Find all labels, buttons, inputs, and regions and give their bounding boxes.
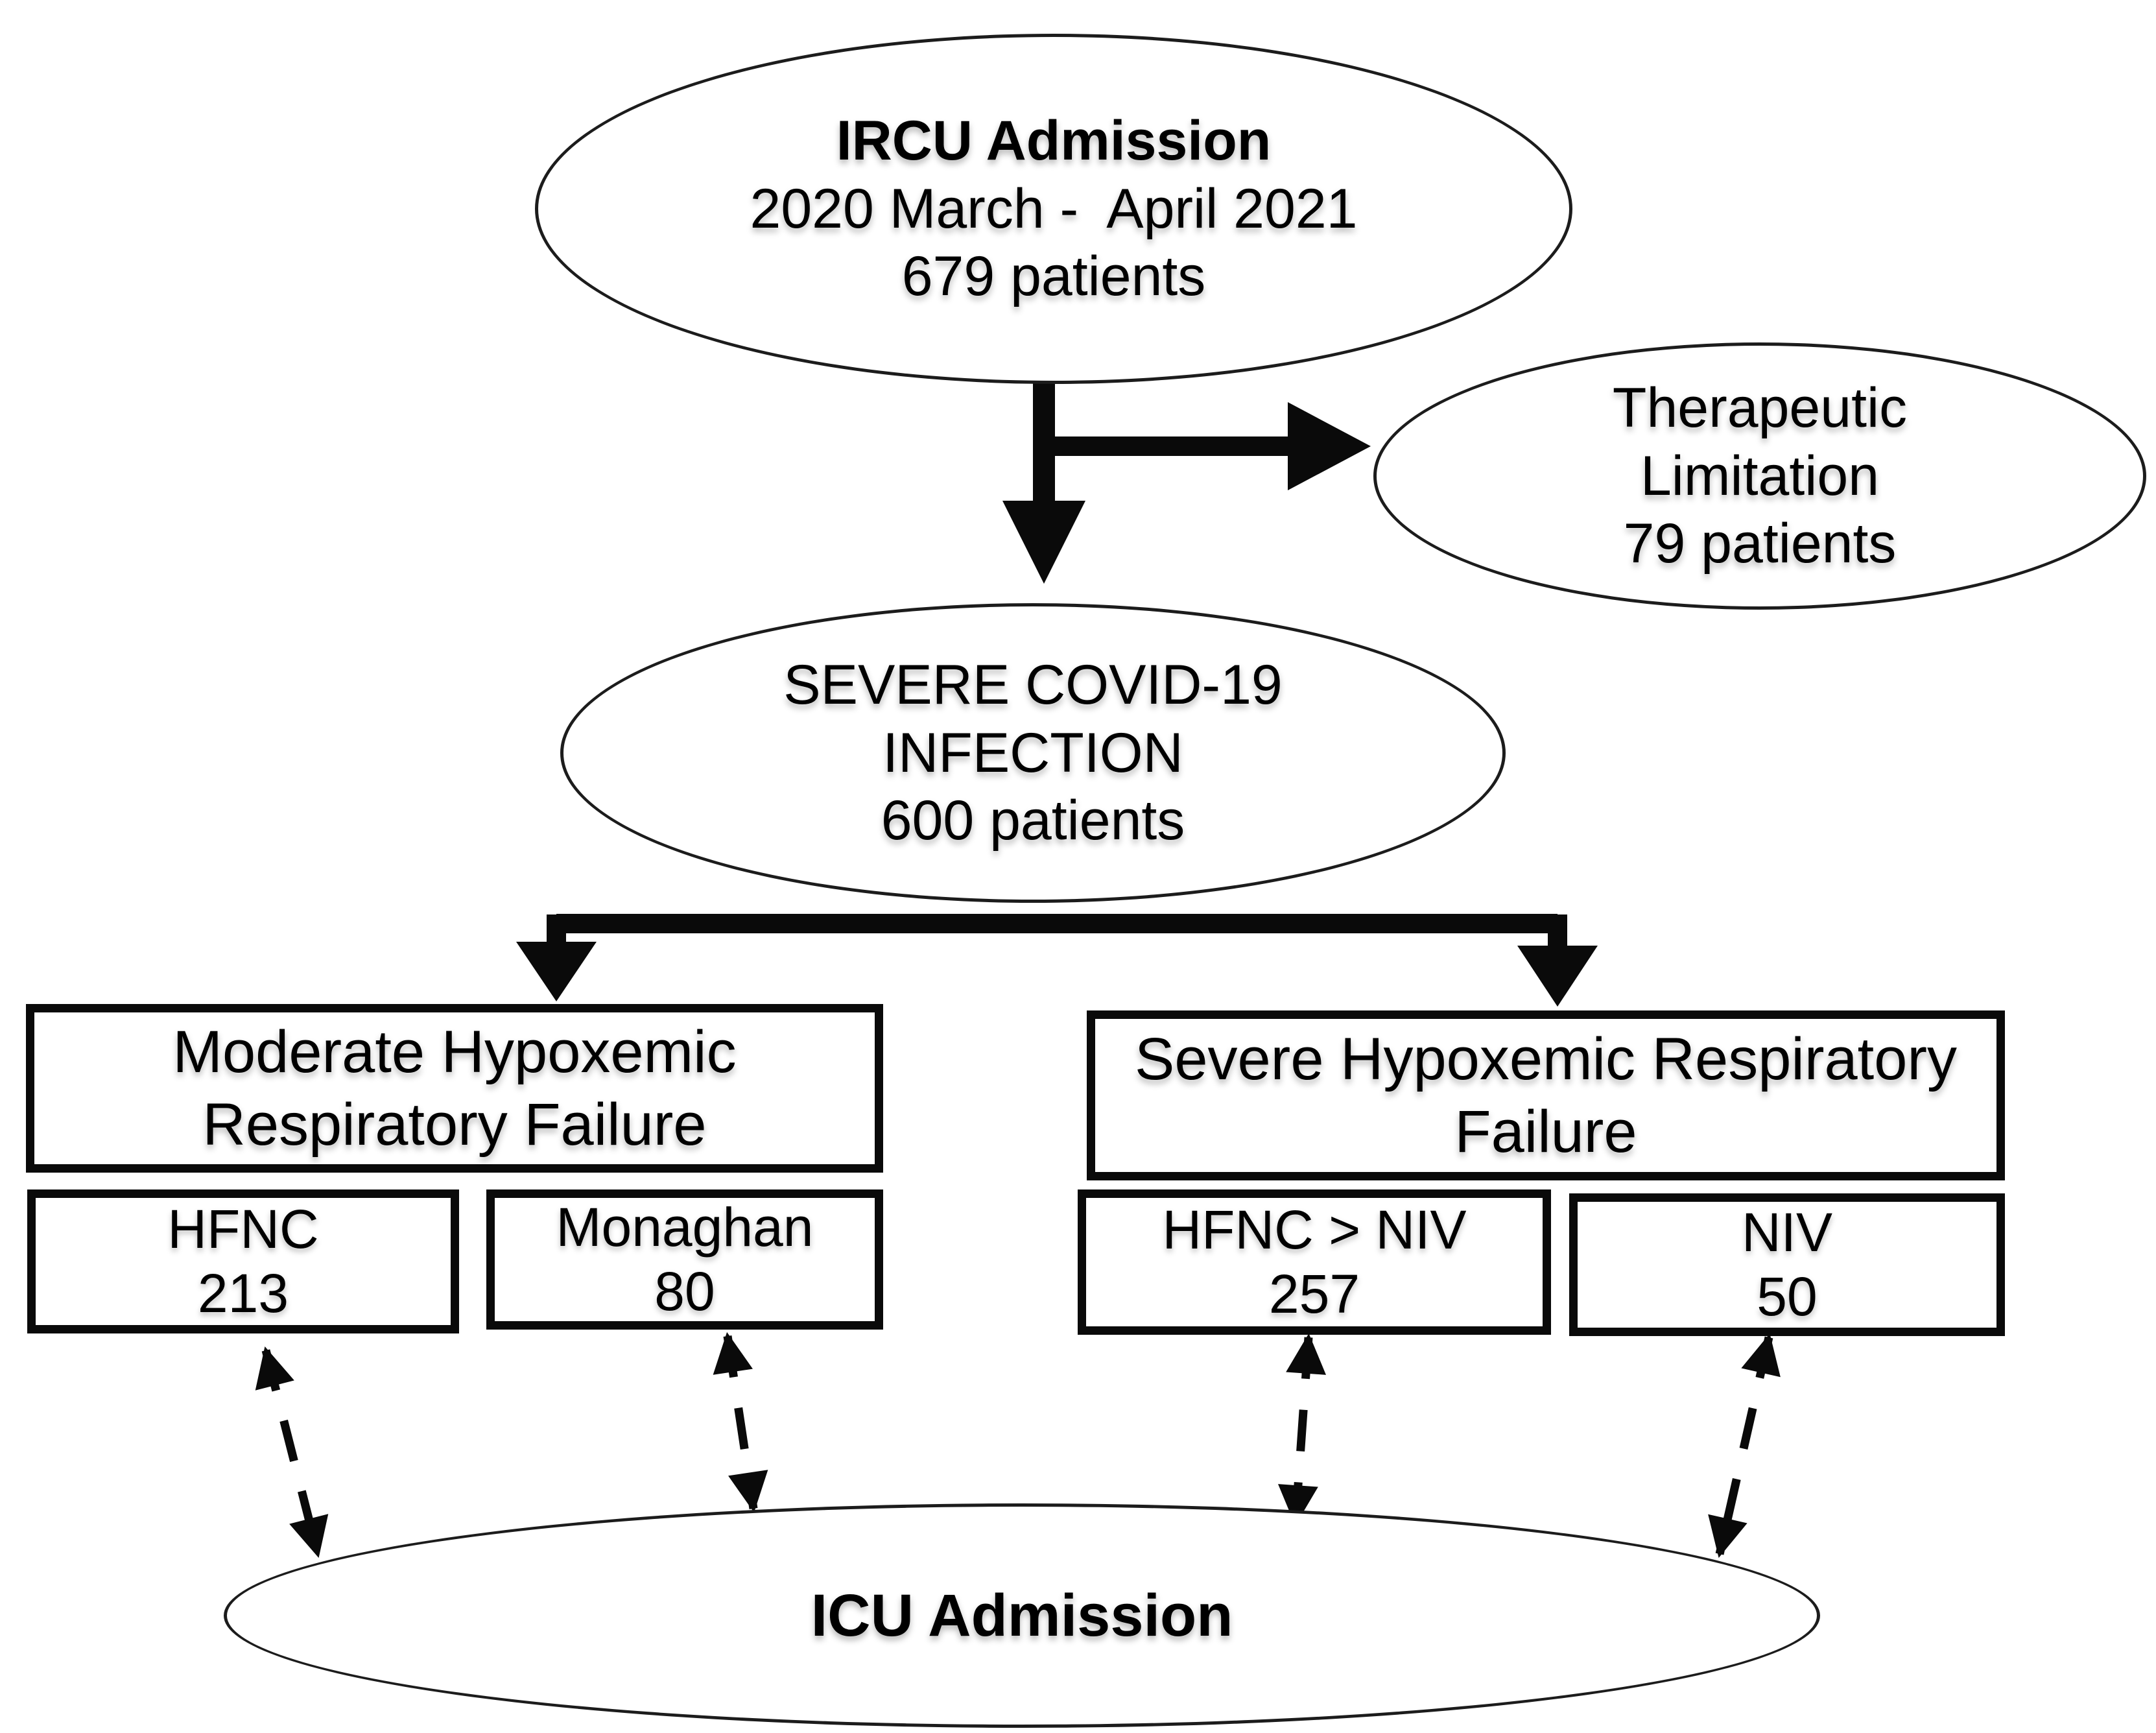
node-hfnc-to-niv: HFNC > NIV 257 [1078,1189,1551,1335]
monaghan-count: 80 [654,1261,715,1322]
moderate-failure-line2: Respiratory Failure [202,1092,707,1158]
arrowhead-down-icon [516,942,597,1001]
hfnc-label: HFNC [167,1198,319,1260]
niv-count: 50 [1757,1266,1818,1327]
node-severe-hypoxemic-failure: Severe Hypoxemic Respiratory Failure [1087,1010,2005,1180]
monaghan-label: Monaghan [556,1196,814,1258]
node-niv: NIV 50 [1569,1193,2005,1336]
moderate-failure-line1: Moderate Hypoxemic [172,1018,737,1085]
ircu-period: 2020 March - April 2021 [750,177,1358,240]
branch-severe-covid-to-failure-boxes [516,914,1598,1007]
hfnc-count: 213 [197,1263,289,1324]
severe-covid-line2: INFECTION [883,721,1183,784]
dashed-arrow-niv-icu [1708,1333,1781,1559]
limitation-line2: Limitation [1640,444,1880,507]
node-hfnc: HFNC 213 [27,1189,459,1333]
severe-covid-count: 600 patients [881,789,1185,852]
node-ircu-admission: IRCU Admission 2020 March - April 2021 6… [535,34,1572,384]
arrow-ircu-to-severe-covid [1002,378,1085,584]
arrowhead-down-icon [1002,501,1085,584]
arrow-ircu-to-therapeutic-limitation [1034,402,1371,490]
node-monaghan: Monaghan 80 [486,1189,883,1330]
severe-covid-line1: SEVERE COVID-19 [783,653,1283,716]
severe-failure-line1: Severe Hypoxemic Respiratory [1134,1025,1957,1092]
hfnc-to-niv-count: 257 [1268,1263,1360,1324]
dashed-arrow-hfnc-icu [255,1346,329,1559]
limitation-count: 79 patients [1623,512,1897,575]
dashed-arrow-hfnc-niv-icu [1277,1333,1327,1526]
niv-label: NIV [1741,1201,1833,1263]
node-severe-covid-infection: SEVERE COVID-19 INFECTION 600 patients [560,603,1506,903]
severe-failure-line2: Failure [1454,1099,1637,1165]
hfnc-to-niv-label: HFNC > NIV [1162,1199,1467,1260]
arrowhead-down-icon [1517,946,1598,1007]
ircu-title: IRCU Admission [836,109,1272,172]
node-moderate-hypoxemic-failure: Moderate Hypoxemic Respiratory Failure [26,1004,883,1173]
limitation-line1: Therapeutic [1612,376,1908,439]
icu-label: ICU Admission [811,1582,1233,1649]
node-therapeutic-limitation: Therapeutic Limitation 79 patients [1373,342,2146,610]
node-icu-admission: ICU Admission [224,1503,1820,1728]
dashed-arrow-monaghan-icu [713,1332,768,1513]
ircu-count: 679 patients [901,245,1206,308]
arrowhead-right-icon [1288,402,1371,490]
